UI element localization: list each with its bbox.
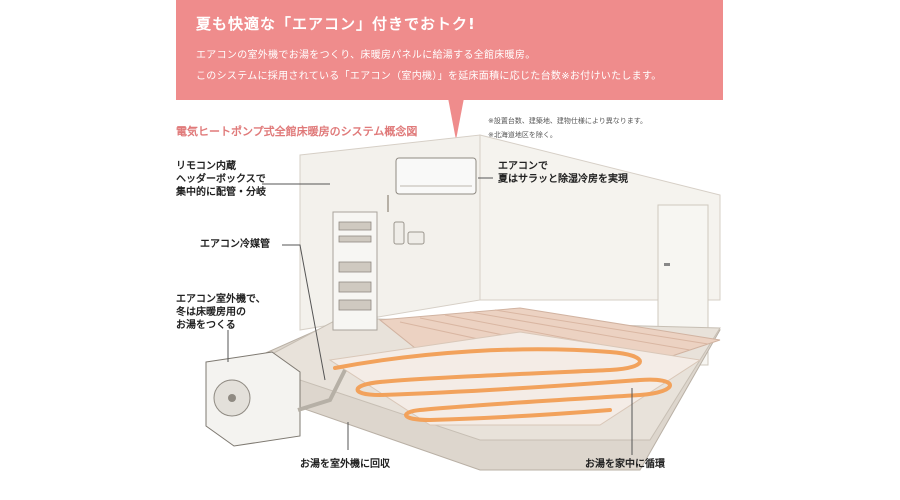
banner-line-2: このシステムに採用されている「エアコン（室内機）」を延床面積に応じた台数※お付け…	[196, 71, 662, 82]
callout-refrigerant-pipe-line-1: エアコン冷媒管	[200, 239, 270, 250]
callout-header-box-line-1: リモコン内蔵	[176, 161, 236, 172]
diagram-title: 電気ヒートポンプ式全館床暖房のシステム概念図	[176, 125, 418, 138]
callout-outdoor-unit-line-1: エアコン室外機で、	[176, 294, 266, 305]
callout-circulate-line-1: お湯を家中に循環	[585, 459, 665, 470]
outdoor-unit	[205, 351, 301, 447]
header-banner: 夏も快適な「エアコン」付きでおトク! エアコンの室外機でお湯をつくり、床暖房パネ…	[176, 0, 723, 100]
callout-circulate: お湯を家中に循環	[585, 458, 665, 471]
callout-refrigerant-pipe: エアコン冷媒管	[200, 238, 270, 251]
callout-indoor-ac: エアコンで 夏はサラッと除湿冷房を実現	[498, 160, 628, 186]
banner-title: 夏も快適な「エアコン」付きでおトク!	[196, 15, 476, 33]
callout-header-box-line-3: 集中的に配管・分岐	[176, 187, 266, 198]
outdoor-pipe	[297, 369, 347, 412]
callout-indoor-ac-line-2: 夏はサラッと除湿冷房を実現	[498, 174, 628, 185]
banner-pointer	[448, 98, 464, 140]
door-handle	[664, 263, 670, 266]
note-installation: ※設置台数、建築地、建物仕様により異なります。	[488, 117, 648, 125]
callout-return-water: お湯を室外機に回収	[300, 458, 390, 471]
callout-return-water-line-1: お湯を室外機に回収	[300, 459, 390, 470]
hot-water-pipes	[333, 347, 672, 423]
outdoor-unit-fan-hub	[228, 394, 236, 402]
banner-line-1: エアコンの室外機でお湯をつくり、床暖房パネルに給湯する全館床暖房。	[196, 50, 536, 61]
callout-header-box: リモコン内蔵 ヘッダーボックスで 集中的に配管・分岐	[176, 160, 266, 199]
callout-outdoor-unit-line-3: お湯をつくる	[176, 320, 236, 331]
thermostat	[407, 231, 425, 245]
callout-outdoor-unit-line-2: 冬は床暖房用の	[176, 307, 246, 318]
leader-lines	[227, 177, 633, 455]
callout-outdoor-unit: エアコン室外機で、 冬は床暖房用の お湯をつくる	[176, 293, 266, 332]
note-hokkaido: ※北海道地区を除く。	[488, 131, 557, 139]
header-box-fittings	[338, 221, 372, 311]
callout-header-box-line-2: ヘッダーボックスで	[176, 174, 266, 185]
callout-indoor-ac-line-1: エアコンで	[498, 161, 548, 172]
wall-controller	[393, 221, 405, 245]
indoor-ac-unit	[395, 157, 477, 195]
